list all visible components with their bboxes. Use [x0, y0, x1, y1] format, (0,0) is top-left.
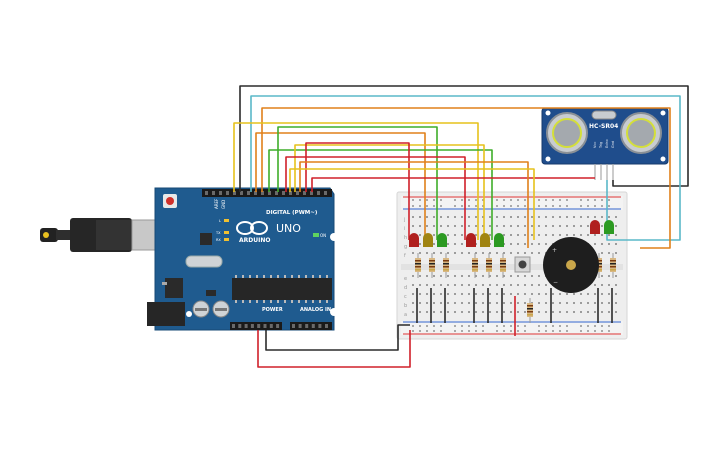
row-letter: d: [404, 285, 407, 291]
row-letter: g: [404, 244, 407, 250]
svg-text:+: +: [552, 247, 557, 254]
sensor-pin-labels: Vcc Trig Echo Gnd: [593, 140, 615, 150]
breadboard: j i h g f e d c b a: [396, 191, 628, 340]
power-label: POWER: [262, 307, 283, 313]
wire-black-sensor: [239, 85, 689, 192]
uno-model-label: UNO: [276, 222, 301, 235]
vcc-pin-label: Vcc: [593, 142, 597, 148]
arduino-logo-icon: [236, 221, 268, 235]
resistor: [415, 253, 421, 278]
ultrasonic-sensor-hc-sr04: HC-SR04 Vcc Trig Echo Gnd: [541, 107, 669, 180]
gnd-pin-label: GND: [221, 200, 226, 209]
red-led-icon: [409, 233, 419, 247]
power-jack: [147, 302, 185, 326]
sensor-model-label: HC-SR04: [589, 123, 618, 130]
green-led-icon: [604, 220, 614, 234]
svg-text:−: −: [553, 279, 558, 286]
resistor: [429, 253, 435, 278]
piezo-buzzer: + −: [543, 237, 599, 293]
analog-header: [290, 322, 332, 330]
arduino-brand-label: ARDUINO: [239, 237, 270, 244]
wires: [233, 85, 689, 368]
voltage-regulator: [165, 278, 183, 298]
rx-label: RX: [216, 238, 221, 242]
breadboard-row-letters-top: j i h g f: [403, 217, 407, 259]
tx-label: TX: [215, 231, 221, 235]
transducer-left: [546, 112, 588, 154]
wire-orange-sensor: [261, 107, 545, 192]
echo-pin-label: Echo: [605, 140, 609, 149]
wire-red-5v: [257, 330, 411, 368]
power-led-icon: [313, 233, 319, 237]
crystal-oscillator: [185, 255, 223, 268]
led-group-b: [466, 233, 504, 247]
resistor: [610, 253, 616, 278]
row-letter: j: [403, 217, 405, 223]
red-led-icon: [466, 233, 476, 247]
wire-orange-buzzer: [299, 161, 529, 248]
arduino-uno-board: AREF GND DIGITAL (PWM~) ARDUINO UNO ON L…: [147, 187, 338, 331]
l-led-icon: [224, 219, 229, 222]
wire-red-2: [285, 156, 466, 240]
digital-header: [202, 189, 332, 197]
aref-pin-label: AREF: [214, 198, 219, 209]
resistor: [486, 253, 492, 278]
breadboard-jumpers: [416, 288, 613, 336]
row-letter: b: [404, 303, 407, 309]
yellow-led-icon: [480, 233, 490, 247]
led-group-c: [590, 220, 614, 234]
row-letter: c: [404, 294, 407, 300]
yellow-led-icon: [423, 233, 433, 247]
atmega-chip: [232, 278, 332, 300]
mounting-hole: [330, 233, 338, 241]
red-led-icon: [590, 220, 600, 234]
resistor: [527, 298, 533, 323]
gnd-pin-label: Gnd: [611, 141, 615, 148]
resistor: [500, 253, 506, 278]
row-letter: f: [404, 253, 406, 259]
wire-black-gnd: [265, 324, 410, 351]
breadboard-row-letters-bottom: e d c b a: [404, 276, 407, 318]
wire-orange-trig: [545, 107, 671, 249]
mounting-hole: [330, 308, 338, 316]
reset-button-cap: [166, 197, 174, 205]
on-label: ON: [320, 233, 326, 238]
led-group-a: [409, 233, 447, 247]
wire-green-2: [268, 149, 493, 240]
trig-pin-label: Trig: [599, 142, 603, 149]
l-label: L: [219, 219, 221, 223]
power-header: [230, 322, 282, 330]
resistor: [472, 253, 478, 278]
mounting-hole: [186, 311, 192, 317]
push-button[interactable]: [514, 256, 531, 273]
rx-led-icon: [224, 238, 229, 241]
usb-chip: [200, 233, 212, 245]
row-letter: i: [404, 226, 405, 232]
analog-in-label: ANALOG IN: [300, 307, 331, 313]
row-letter: a: [404, 312, 407, 318]
sensor-pins: [594, 164, 614, 180]
green-led-icon: [437, 233, 447, 247]
wire-green-1: [277, 126, 438, 240]
wire-orange-2: [255, 132, 426, 240]
usb-cable: [40, 218, 159, 252]
green-led-icon: [494, 233, 504, 247]
transducer-right: [620, 112, 662, 154]
tx-led-icon: [224, 231, 229, 234]
digital-pwm-label: DIGITAL (PWM~): [266, 210, 318, 216]
row-letter: h: [404, 235, 407, 241]
row-letter: e: [404, 276, 407, 282]
crystal: [591, 110, 617, 120]
wire-red-1: [305, 142, 410, 240]
resistor: [443, 253, 449, 278]
wire-yellow-1: [233, 122, 479, 240]
wire-yellow-button: [289, 168, 535, 240]
wire-red-sensor: [311, 177, 595, 192]
